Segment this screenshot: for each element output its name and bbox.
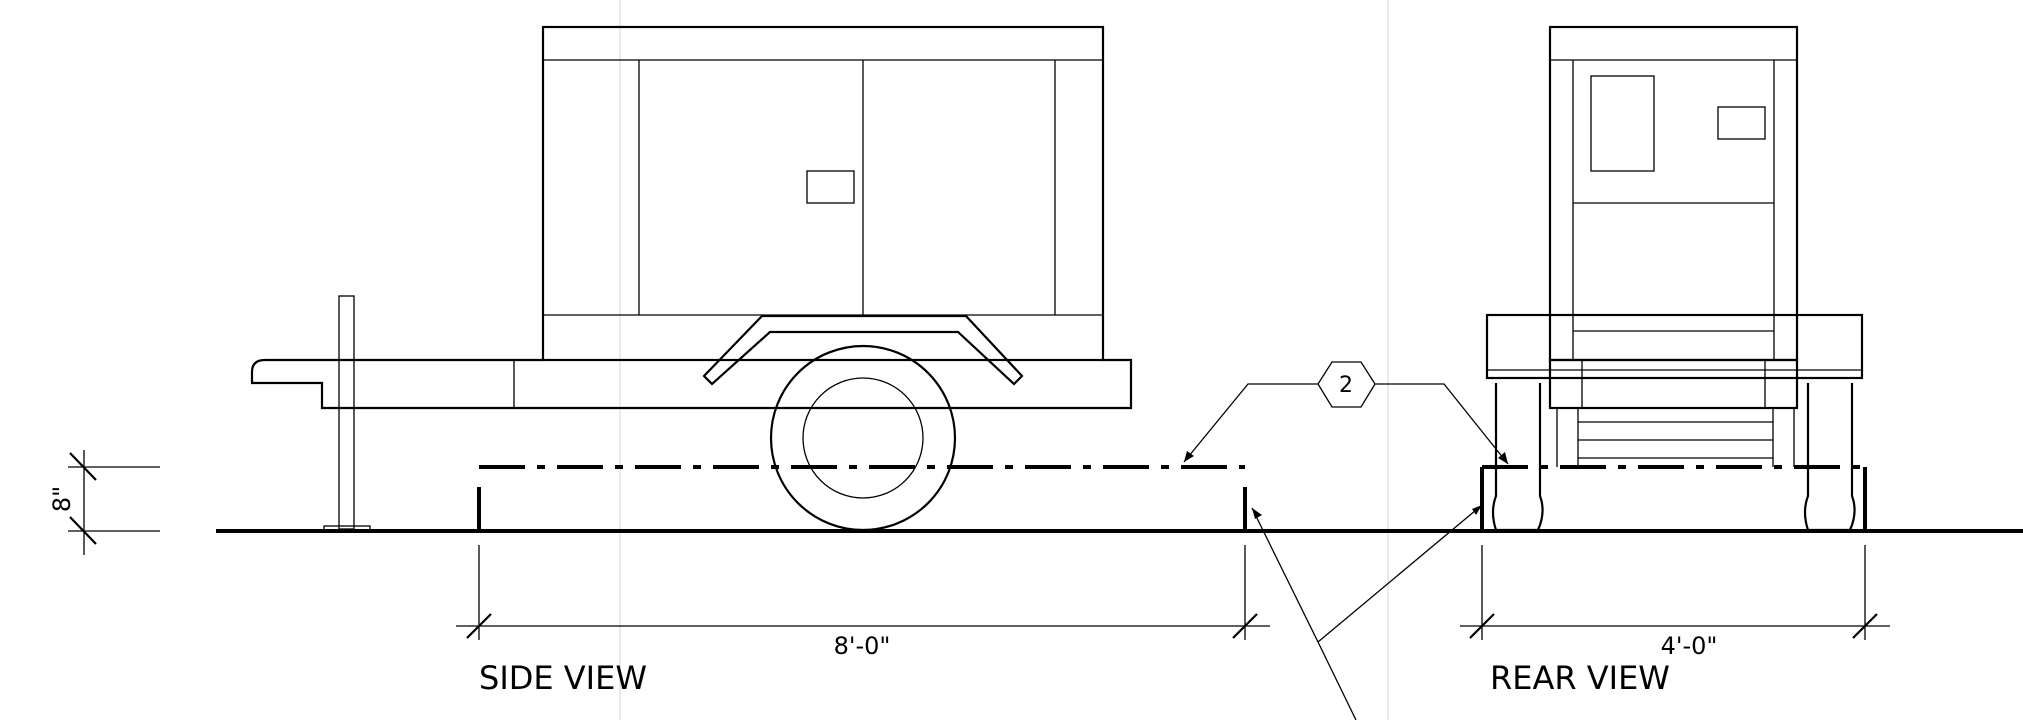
rear-panel-window [1590,75,1655,172]
rear-view-dimension-label: 4'-0" [1661,632,1718,660]
tongue-jack [338,295,355,530]
jack-foot [323,525,371,532]
rear-frame [1548,358,1799,410]
keynote-hexagon [1317,361,1376,408]
rear-enclosure [1548,25,1799,362]
side-view-dimension-label: 8'-0" [834,632,891,660]
keynote-leaders [1183,361,1509,465]
rear-tire-right [1803,383,1856,532]
rear-fender-assembly [1485,313,1864,380]
side-view-title: SIDE VIEW [479,659,647,697]
fender [702,314,1024,386]
rear-tire-left [1491,383,1544,532]
side-view-curb [477,465,1247,531]
height-dimension-label: 8" [48,486,76,512]
wheel [769,344,957,532]
rear-control-panel [1717,106,1766,140]
side-width-dimension [456,545,1270,640]
wheel-hub [802,377,924,499]
curb-leaders [1251,504,1483,720]
keynote-number: 2 [1339,373,1353,398]
height-dimension [68,450,160,555]
rear-view-curb [1480,465,1867,531]
rear-width-dimension [1460,545,1890,640]
side-view-trailer [250,25,1133,532]
rear-view-title: REAR VIEW [1490,659,1670,697]
control-panel-door [806,170,855,204]
rear-view-trailer [1485,25,1864,532]
generator-enclosure [541,25,1105,362]
trailer-frame [250,358,1133,410]
